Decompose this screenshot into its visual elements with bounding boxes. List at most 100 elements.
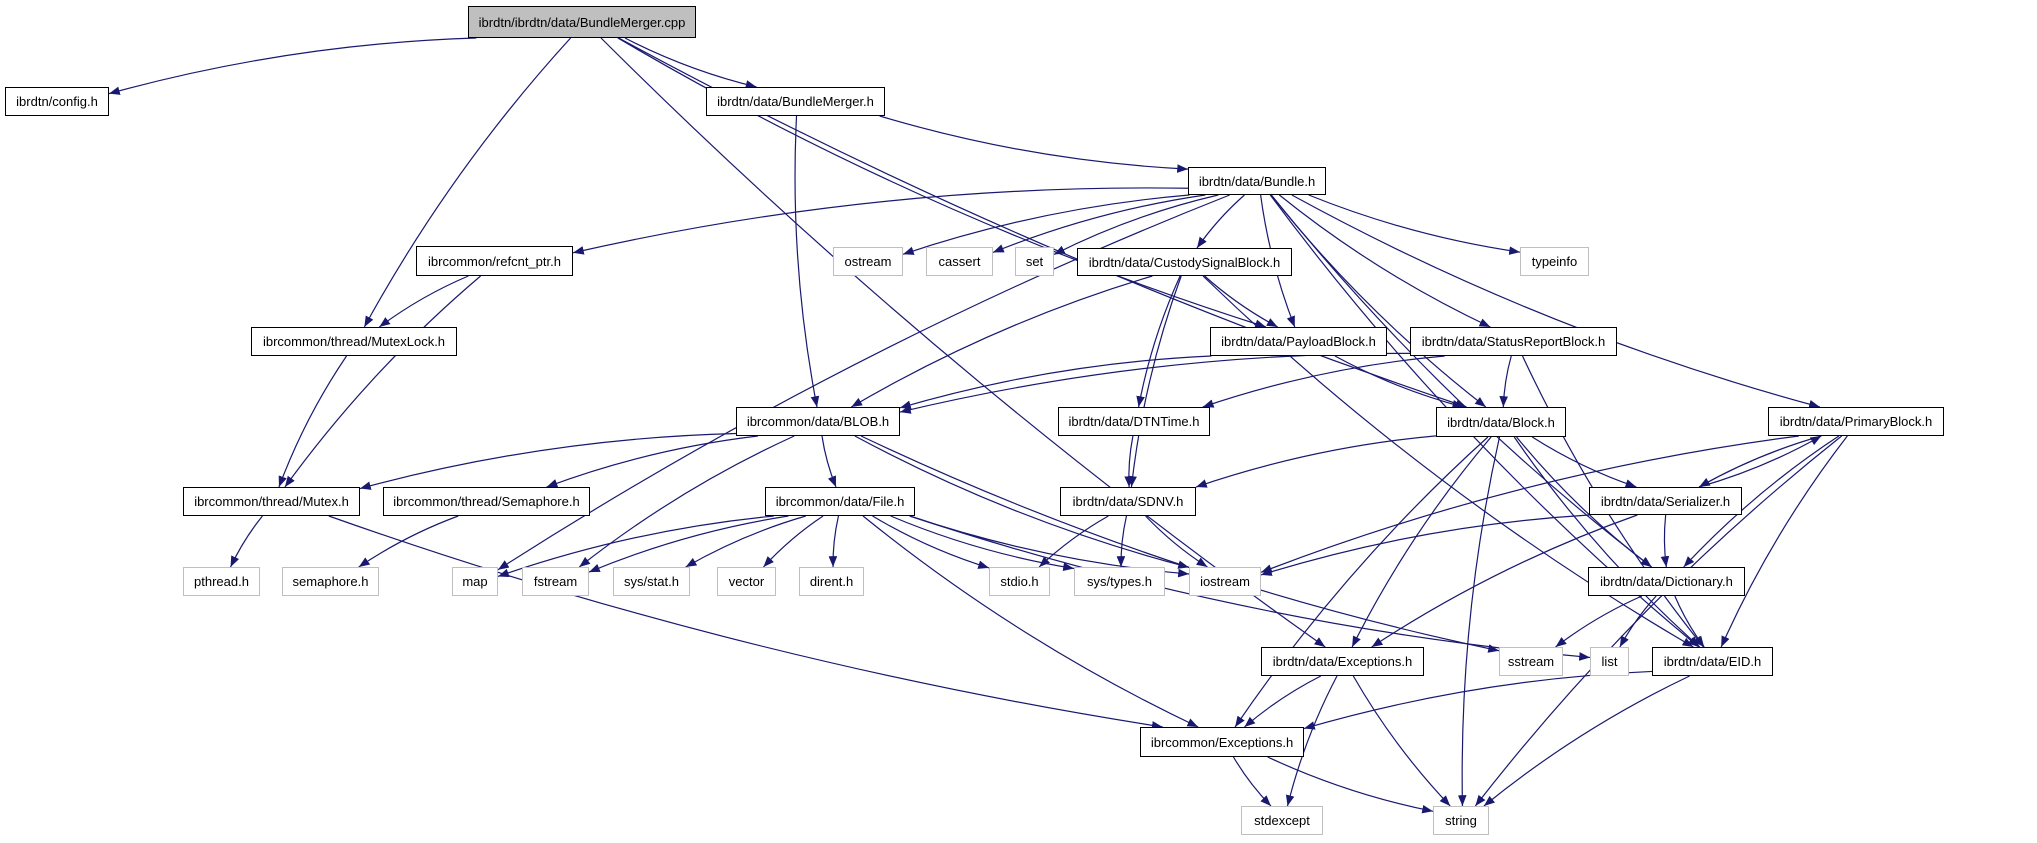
edge-status-to-dtntime: [1202, 355, 1445, 408]
edge-custody-to-payload: [1204, 275, 1278, 328]
node-ibrdtn-exceptions-h[interactable]: ibrdtn/data/Exceptions.h: [1261, 647, 1424, 676]
edge-file-to-iostream: [909, 515, 1190, 578]
edge-bundle-to-set: [1053, 194, 1219, 255]
edge-bundle-to-ostream: [902, 194, 1190, 255]
edge-blob-to-mutex: [359, 432, 737, 490]
edge-root-to-payload: [617, 37, 1267, 328]
node-typeinfo: typeinfo: [1520, 247, 1589, 276]
edge-status-to-blob: [899, 352, 1411, 414]
edge-exc_dtn-to-string: [1352, 675, 1451, 807]
edge-serializer-to-exc_dtn: [1371, 514, 1638, 648]
node-root-bundlemerger-cpp[interactable]: ibrdtn/ibrdtn/data/BundleMerger.cpp: [468, 6, 696, 38]
node-refcnt-ptr-h[interactable]: ibrcommon/refcnt_ptr.h: [416, 246, 573, 276]
edge-bundle-to-status: [1278, 194, 1491, 328]
node-sdnv-h[interactable]: ibrdtn/data/SDNV.h: [1060, 487, 1196, 516]
edge-sdnv-to-systypes: [1116, 515, 1128, 568]
node-stdio-h: stdio.h: [989, 567, 1050, 596]
edge-file-to-fstream: [588, 515, 789, 573]
edge-root-to-config: [108, 37, 477, 95]
edge-file-to-exc_common: [862, 515, 1199, 728]
edge-dictionary-to-list: [1619, 595, 1657, 648]
edge-file-to-map: [497, 515, 774, 578]
edge-bundle-to-custody: [1196, 194, 1245, 249]
node-map: map: [452, 567, 498, 596]
node-payloadblock-h[interactable]: ibrdtn/data/PayloadBlock.h: [1210, 327, 1387, 356]
edge-bmh-to-bundle: [879, 115, 1189, 173]
node-custodysignalblock-h[interactable]: ibrdtn/data/CustodySignalBlock.h: [1077, 248, 1292, 276]
node-config-h[interactable]: ibrdtn/config.h: [5, 87, 109, 116]
node-eid-h[interactable]: ibrdtn/data/EID.h: [1652, 647, 1773, 676]
edge-eid-to-string: [1483, 675, 1690, 807]
edge-block-to-exc_common: [1234, 436, 1489, 728]
edge-sdnv-to-iostream: [1145, 515, 1208, 568]
node-vector: vector: [717, 567, 776, 596]
node-semaphore-h[interactable]: ibrcommon/thread/Semaphore.h: [383, 487, 590, 516]
edge-mutex-to-exc_common: [328, 515, 1163, 730]
edge-block-to-serializer: [1531, 436, 1637, 488]
edge-block-to-dictionary: [1516, 436, 1652, 568]
edge-block-to-exc_dtn: [1351, 436, 1492, 648]
edge-file-to-vector: [763, 515, 824, 568]
node-serializer-h[interactable]: ibrdtn/data/Serializer.h: [1589, 487, 1742, 515]
edge-file-to-systypes: [890, 515, 1075, 572]
edge-exc_dtn-to-stdexcept: [1285, 675, 1338, 807]
edge-block-to-string: [1457, 436, 1501, 807]
edge-bundle-to-map: [497, 194, 1230, 571]
edge-primary-to-dictionary: [1683, 435, 1840, 568]
node-ostream: ostream: [833, 247, 903, 276]
node-cassert: cassert: [926, 247, 993, 276]
node-sys-types-h: sys/types.h: [1074, 567, 1165, 596]
edge-blob-to-fstream: [578, 435, 795, 568]
edge-serializer-to-iostream: [1260, 514, 1590, 576]
edge-root-to-mutexlock: [363, 37, 572, 328]
edge-status-to-block: [1499, 355, 1512, 408]
edge-sdnv-to-stdio: [1038, 515, 1109, 568]
node-bundlemerger-h[interactable]: ibrdtn/data/BundleMerger.h: [706, 87, 885, 116]
node-block-h[interactable]: ibrdtn/data/Block.h: [1436, 407, 1566, 437]
edge-custody-to-sdnv: [1128, 275, 1182, 488]
edge-refcnt-to-mutex: [284, 275, 481, 488]
edge-bmh-to-blob: [794, 115, 820, 408]
node-bundle-h[interactable]: ibrdtn/data/Bundle.h: [1188, 167, 1326, 195]
node-ibrcommon-exceptions-h[interactable]: ibrcommon/Exceptions.h: [1140, 727, 1304, 757]
edge-payload-to-blob: [899, 355, 1212, 409]
edge-exc_dtn-to-exc_common: [1244, 675, 1322, 728]
node-statusreportblock-h[interactable]: ibrdtn/data/StatusReportBlock.h: [1410, 327, 1617, 356]
edge-bundle-to-block: [1270, 194, 1487, 408]
node-sys-stat-h: sys/stat.h: [613, 567, 690, 596]
edge-blob-to-semaphore: [546, 435, 758, 488]
node-stdexcept: stdexcept: [1241, 806, 1323, 835]
edge-mutexlock-to-mutex: [278, 355, 348, 488]
node-list: list: [1590, 647, 1629, 676]
edge-bundle-to-primary: [1291, 194, 1821, 409]
edge-serializer-to-primary: [1698, 435, 1822, 488]
edge-primary-to-eid: [1720, 435, 1848, 648]
edge-semaphore-to-semaphore_h: [358, 515, 459, 568]
edge-root-to-bmh: [624, 37, 757, 89]
edge-block-to-eid: [1513, 436, 1701, 648]
edge-mutex-to-pthread: [230, 515, 263, 568]
node-sstream: sstream: [1499, 647, 1563, 676]
node-blob-h[interactable]: ibrcommon/data/BLOB.h: [736, 407, 900, 436]
node-primaryblock-h[interactable]: ibrdtn/data/PrimaryBlock.h: [1768, 407, 1944, 436]
edge-blob-to-file: [821, 435, 837, 488]
node-mutexlock-h[interactable]: ibrcommon/thread/MutexLock.h: [251, 327, 457, 356]
node-fstream: fstream: [522, 567, 589, 596]
edge-primary-to-string: [1474, 435, 1843, 807]
edge-primary-to-serializer: [1698, 435, 1822, 488]
edge-payload-to-block: [1334, 355, 1464, 409]
edge-serializer-to-dictionary: [1660, 514, 1670, 568]
edge-primary-to-iostream: [1260, 435, 1799, 573]
edge-dtntime-to-sdnv: [1124, 435, 1134, 488]
node-dictionary-h[interactable]: ibrdtn/data/Dictionary.h: [1588, 567, 1745, 596]
edge-custody-to-dtntime: [1136, 275, 1181, 408]
node-mutex-h[interactable]: ibrcommon/thread/Mutex.h: [183, 487, 360, 516]
edge-exc_common-to-string: [1267, 756, 1434, 814]
node-file-h[interactable]: ibrcommon/data/File.h: [765, 487, 915, 516]
node-dtntime-h[interactable]: ibrdtn/data/DTNTime.h: [1058, 407, 1210, 436]
node-semaphore-system-h: semaphore.h: [282, 567, 379, 596]
edge-file-to-sysstat: [685, 515, 807, 568]
edge-bundle-to-refcnt: [572, 187, 1189, 255]
edge-dictionary-to-sstream: [1555, 595, 1643, 648]
